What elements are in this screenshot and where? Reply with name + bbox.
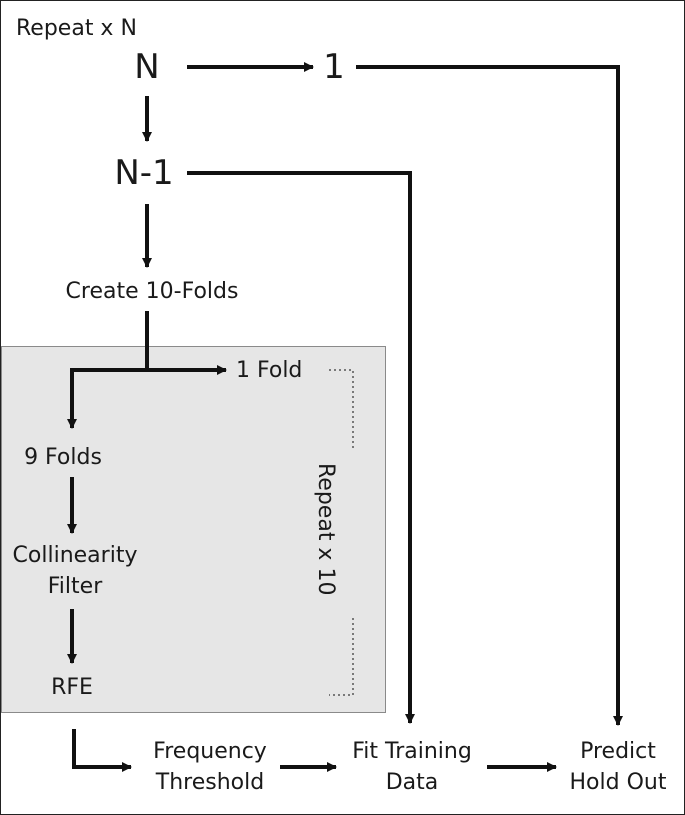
node-fit-training-data: Fit Training Data [352,737,472,799]
node-collinearity-filter: Collinearity Filter [13,541,138,603]
node-predict-hold-out: Predict Hold Out [570,737,667,799]
arrow-n-minus-1-to-fit [187,171,415,724]
node-n: N [134,47,160,87]
collinearity-line-2: Filter [47,573,103,599]
arrow-1-to-predict [356,65,623,726]
inner-cv-loop-box [1,346,386,713]
inner-loop-label: Repeat x 10 [313,463,338,596]
node-9-folds: 9 Folds [24,445,102,470]
node-1-fold: 1 Fold [236,358,303,383]
predict-line-1: Predict [580,739,656,764]
collinearity-line-1: Collinearity [12,543,138,568]
frequency-line-2: Threshold [155,769,265,795]
node-rfe: RFE [51,675,93,700]
node-create-10-folds: Create 10-Folds [65,279,239,304]
node-n-minus-1: N-1 [114,153,174,193]
outer-loop-label: Repeat x N [16,16,137,41]
node-frequency-threshold: Frequency Threshold [153,737,267,799]
arrow-to-9-folds [67,368,149,429]
fit-line-1: Fit Training [352,739,472,764]
predict-line-2: Hold Out [569,769,667,795]
arrow-rfe-to-frequency [72,729,132,772]
fit-line-2: Data [385,769,439,795]
frequency-line-1: Frequency [153,739,267,764]
repeat-x10-bracket [329,369,354,696]
node-1-holdout: 1 [323,47,345,87]
